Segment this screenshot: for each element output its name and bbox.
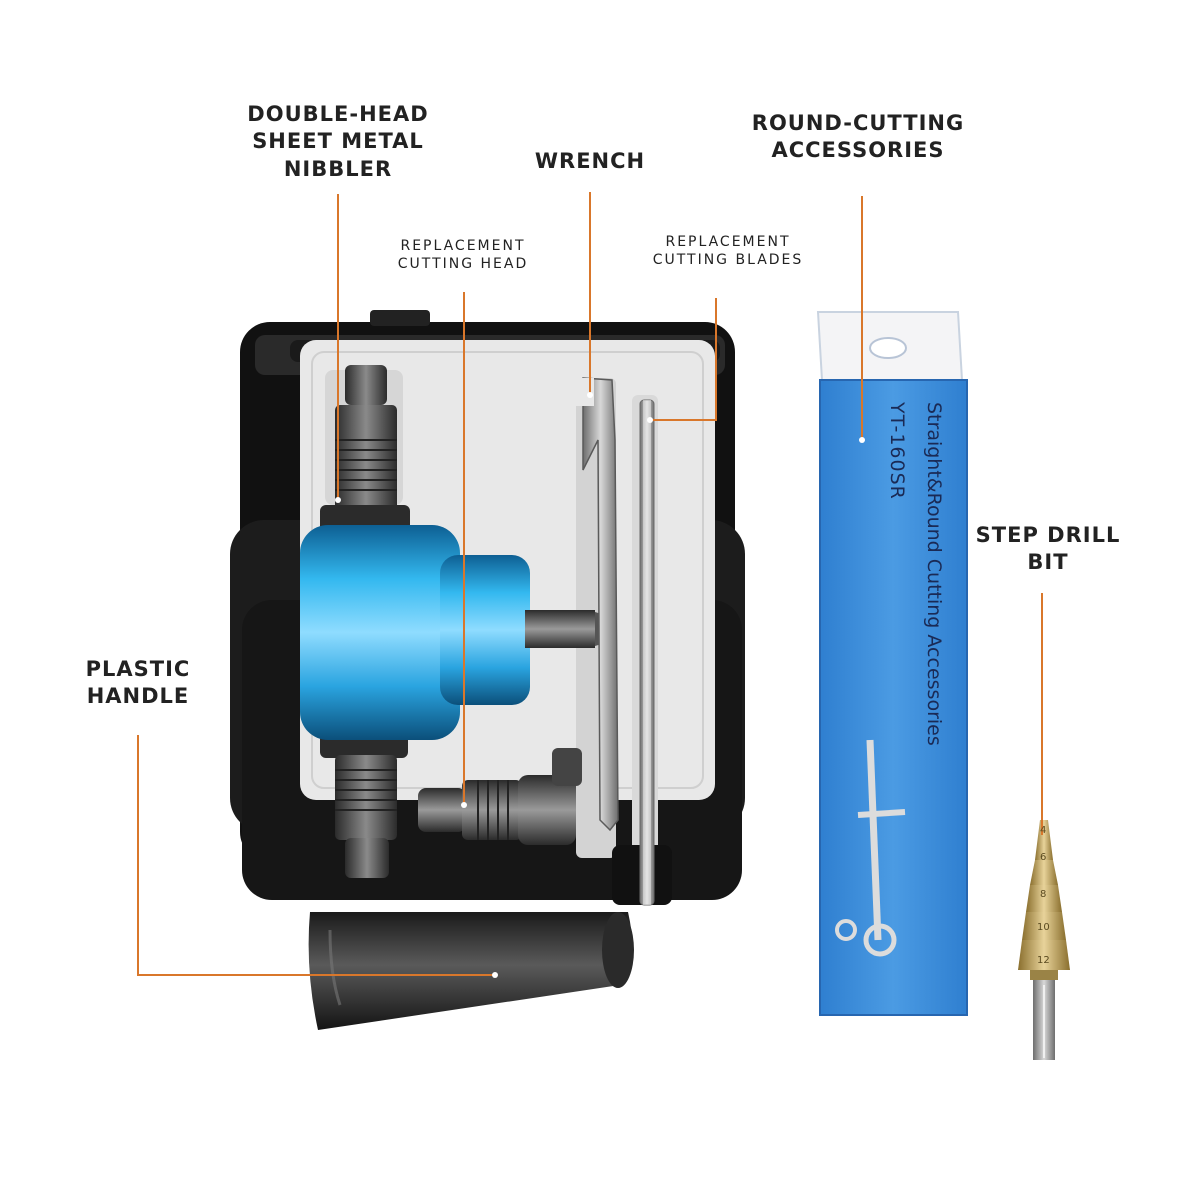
replacement-blades	[639, 399, 655, 906]
drill-size-mark: 12	[1037, 955, 1050, 966]
wrench	[576, 377, 619, 832]
drill-size-mark: 6	[1040, 852, 1047, 863]
label-replacement-cutting-blades: REPLACEMENT CUTTING BLADES	[652, 234, 804, 269]
package-model: YT-160SR	[886, 402, 908, 500]
replacement-cutting-head	[418, 748, 582, 845]
leader-endpoints	[335, 392, 865, 978]
label-plastic-handle: PLASTIC HANDLE	[85, 657, 191, 709]
drill-size-mark: 10	[1037, 922, 1050, 933]
label-step-drill-bit: STEP DRILL BIT	[975, 523, 1121, 575]
accessory-package	[816, 311, 968, 1016]
label-replacement-cutting-head: REPLACEMENT CUTTING HEAD	[397, 238, 529, 273]
plastic-handle	[308, 912, 634, 1030]
label-double-head-nibbler: DOUBLE-HEAD SHEET METAL NIBBLER	[247, 102, 429, 181]
nibbler-bottom-head	[320, 730, 408, 878]
nibbler-body	[300, 525, 615, 740]
label-wrench: WRENCH	[534, 149, 646, 173]
package-title: Straight&Round Cutting Accessories	[923, 402, 945, 746]
drill-size-mark: 8	[1040, 889, 1047, 900]
drill-size-mark: 4	[1040, 825, 1047, 836]
step-drill-bit	[1018, 820, 1070, 1060]
label-round-cutting-accessories: ROUND-CUTTING ACCESSORIES	[751, 111, 965, 163]
leader-lines	[137, 192, 1043, 976]
